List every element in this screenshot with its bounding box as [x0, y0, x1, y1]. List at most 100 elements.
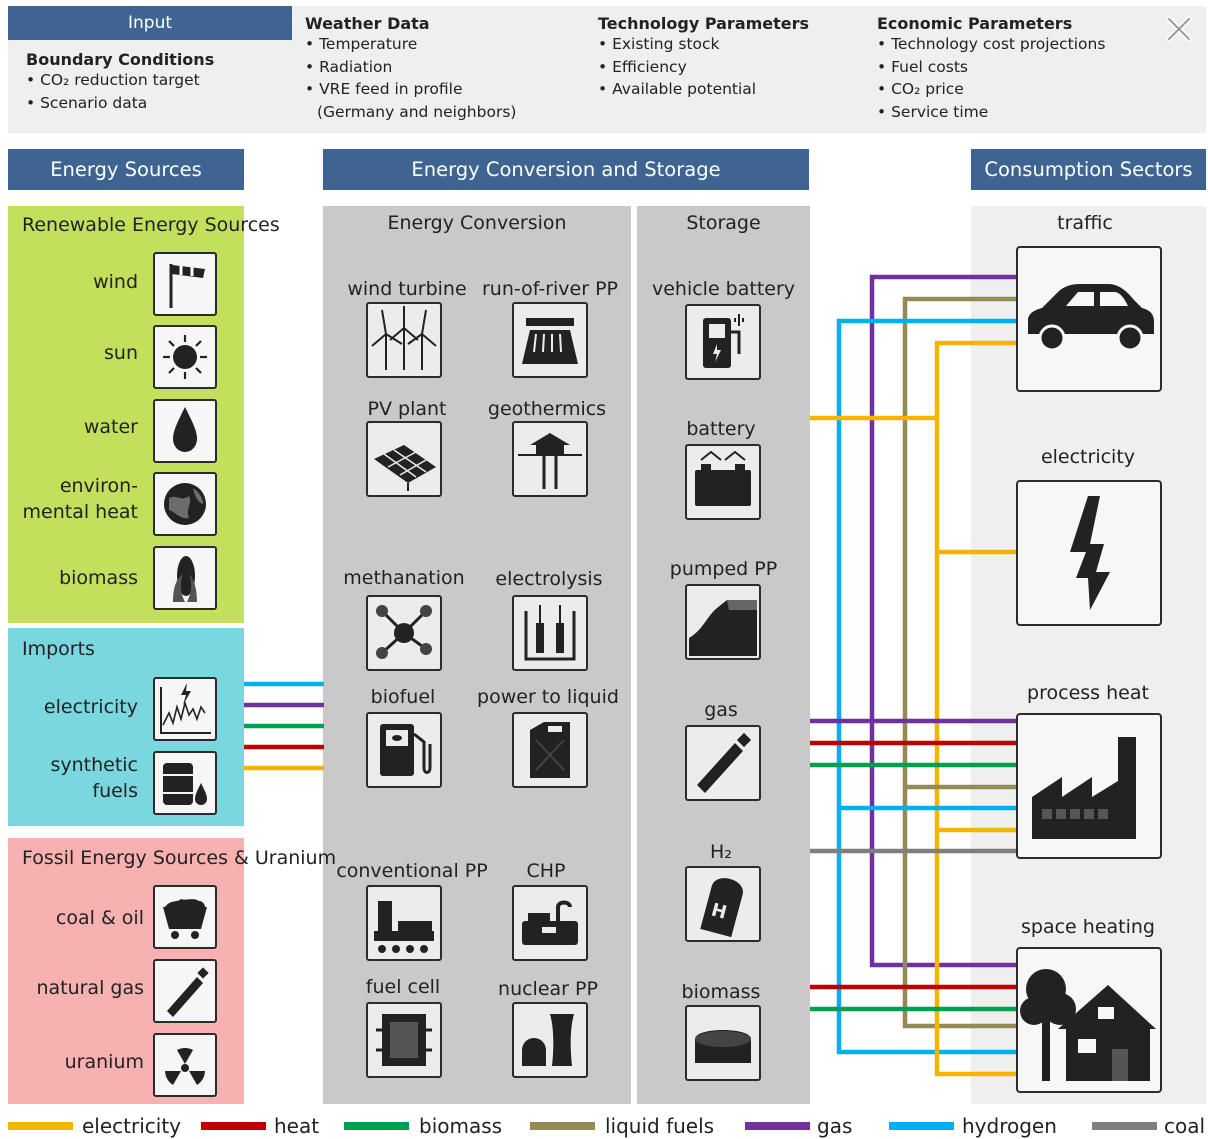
storage-label-battery: battery	[686, 418, 756, 440]
wind-sock-icon	[153, 252, 217, 316]
flow-line-gas-traffic	[869, 274, 1016, 968]
consumption-sectors-header: Consumption Sectors	[971, 149, 1206, 190]
consumption-label-process-heat: process heat	[1027, 682, 1149, 704]
storage-label-pumped-pp: pumped PP	[669, 558, 778, 580]
gas-cylinder-icon	[153, 959, 217, 1023]
conversion-label-run-of-river: run-of-river PP	[481, 278, 619, 300]
sun-icon	[153, 325, 217, 389]
consumption-label-electricity: electricity	[1040, 446, 1136, 468]
weather-item: Radiation	[319, 57, 393, 76]
conversion-label-fuel-cell: fuel cell	[365, 976, 441, 998]
legend-swatch-heat	[201, 1122, 266, 1130]
import-label-fuels: fuels	[92, 780, 138, 802]
legend-label-biomass: biomass	[419, 1114, 503, 1138]
legend-label-hydrogen: hydrogen	[962, 1114, 1057, 1138]
fossil-label-coal: coal & oil	[55, 907, 144, 929]
fossil-title: Fossil Energy Sources & Uranium	[22, 847, 337, 869]
legend-label-liquid-fuels: liquid fuels	[605, 1114, 715, 1138]
conversion-label-pv-plant: PV plant	[367, 398, 447, 420]
legend-swatch-coal	[1092, 1122, 1157, 1130]
storage-label-biomass: biomass	[681, 981, 761, 1003]
coal-cart-icon	[153, 885, 217, 949]
boundary-conditions-block: Boundary Conditions • CO₂ reduction targ…	[26, 50, 215, 112]
close-icon[interactable]	[1166, 16, 1192, 42]
renewable-title: Renewable Energy Sources	[22, 214, 280, 236]
electrolysis-icon	[512, 595, 588, 671]
legend-swatch-hydrogen	[889, 1122, 954, 1130]
legend-label-electricity: electricity	[82, 1114, 182, 1138]
technology-item: Available potential	[612, 80, 757, 98]
legend-swatch-biomass	[344, 1122, 409, 1130]
source-label-sun: sun	[104, 342, 138, 364]
svg-text:H: H	[709, 900, 729, 924]
economic-parameters-block: Economic Parameters • Technology cost pr…	[877, 14, 1106, 121]
boundary-title: Boundary Conditions	[26, 50, 215, 69]
conversion-label-conventional-pp: conventional PP	[336, 860, 488, 882]
technology-item: Efficiency	[612, 57, 687, 76]
conversion-label-power-to-liquid: power to liquid	[477, 686, 619, 708]
economic-item: CO₂ price	[891, 80, 964, 98]
fossil-label-gas: natural gas	[36, 977, 144, 999]
biogas-tank-icon	[685, 1005, 761, 1081]
import-label-synthetic: synthetic	[50, 754, 138, 776]
economic-item: Fuel costs	[891, 57, 968, 76]
flow-line-electricity-traffic	[934, 340, 1016, 1077]
source-label-wind: wind	[93, 271, 138, 293]
car-icon	[1016, 246, 1162, 392]
fuel-barrel-icon	[153, 751, 217, 815]
source-label-environmental-2: mental heat	[22, 501, 138, 523]
conversion-title: Energy Conversion	[387, 212, 567, 234]
source-label-water: water	[83, 416, 138, 438]
radiation-icon	[153, 1033, 217, 1097]
pumped-hydro-icon	[685, 584, 761, 660]
jerry-can-icon	[512, 712, 588, 788]
consumption-label-traffic: traffic	[1057, 212, 1113, 234]
nuclear-plant-icon	[512, 1002, 588, 1078]
conversion-label-biofuel: biofuel	[370, 686, 436, 708]
legend-label-gas: gas	[817, 1114, 853, 1138]
lightning-bolt-icon	[1016, 480, 1162, 626]
conversion-label-electrolysis: electrolysis	[495, 568, 603, 590]
legend-label-heat: heat	[274, 1114, 320, 1138]
solar-panel-icon	[366, 421, 442, 497]
boundary-item: Scenario data	[40, 93, 148, 112]
technology-item: Existing stock	[612, 35, 720, 53]
legend-swatch-electricity	[8, 1122, 73, 1130]
dam-icon	[512, 302, 588, 378]
energy-sources-header: Energy Sources	[8, 149, 244, 190]
geothermal-icon	[512, 421, 588, 497]
house-tree-icon	[1016, 947, 1162, 1093]
water-drop-icon	[153, 399, 217, 463]
consumption-label-space-heating: space heating	[1021, 916, 1155, 938]
electricity-chart-icon	[153, 677, 217, 741]
storage-title: Storage	[686, 212, 761, 234]
fuel-cell-icon	[366, 1002, 442, 1078]
source-label-environmental-1: environ-	[59, 475, 138, 497]
flow-line-liquid-traffic	[902, 296, 1016, 1029]
weather-item: Temperature	[319, 35, 418, 53]
fossil-label-uranium: uranium	[64, 1051, 144, 1073]
wind-turbine-icon	[366, 302, 442, 378]
technology-title: Technology Parameters	[598, 14, 810, 33]
hydrogen-tank-icon: H	[685, 866, 761, 942]
legend-swatch-liquid-fuels	[530, 1122, 595, 1130]
conversion-label-chp: CHP	[526, 860, 566, 882]
legend-label-coal: coal	[1164, 1114, 1206, 1138]
source-label-biomass: biomass	[59, 567, 138, 589]
corn-icon	[153, 546, 217, 610]
import-label-electricity: electricity	[43, 696, 138, 718]
storage-label-h2: H₂	[710, 841, 732, 863]
storage-label-vehicle-battery: vehicle battery	[651, 278, 796, 300]
economic-item: Technology cost projections	[891, 35, 1106, 53]
conversion-label-nuclear-pp: nuclear PP	[498, 978, 598, 1000]
weather-item: VRE feed in profile	[319, 80, 463, 98]
power-plant-icon	[366, 885, 442, 961]
economic-item: Service time	[891, 102, 989, 121]
gas-tank-icon	[685, 725, 761, 801]
input-tab[interactable]: Input	[8, 6, 292, 40]
weather-data-block: Weather Data • Temperature • Radiation •…	[305, 14, 517, 121]
flow-line-hydrogen-traffic	[836, 318, 1016, 1055]
car-battery-icon	[685, 444, 761, 520]
conversion-label-geothermics: geothermics	[487, 398, 607, 420]
